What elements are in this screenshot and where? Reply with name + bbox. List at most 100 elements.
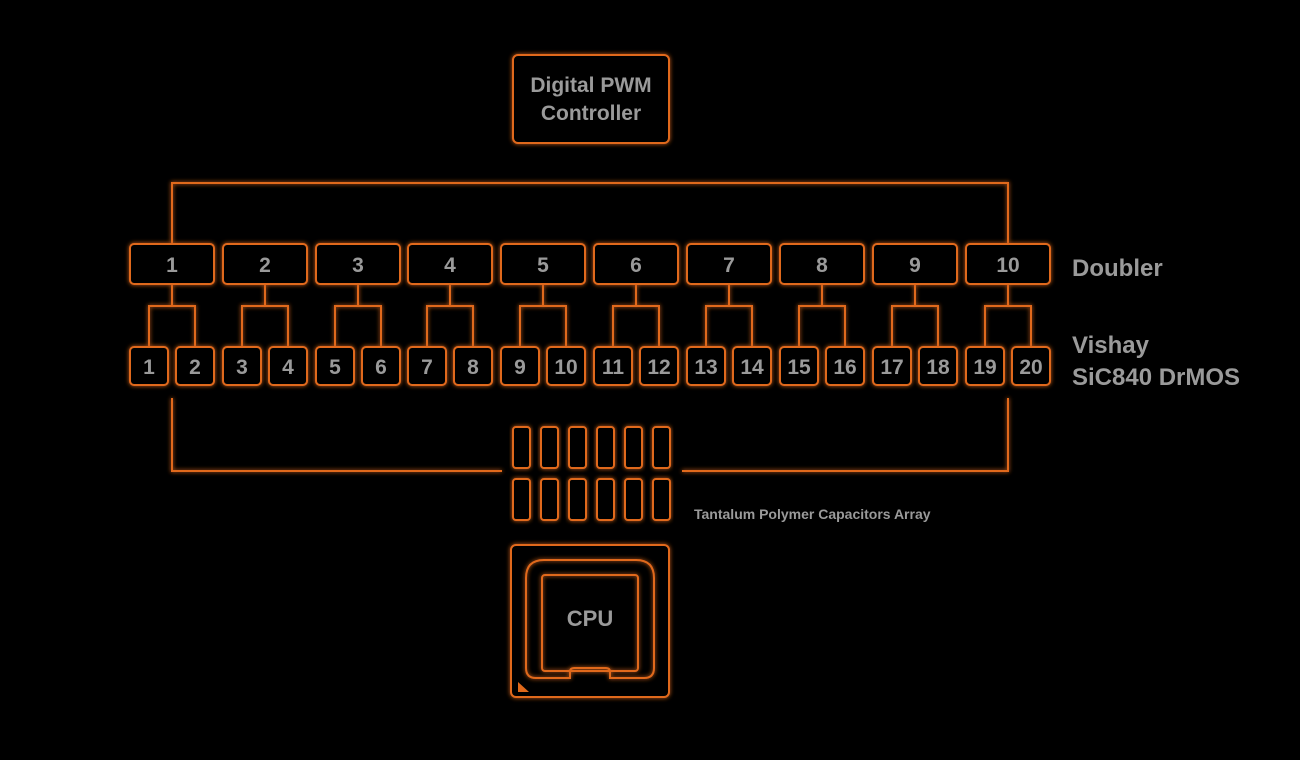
drmos-box <box>1011 346 1051 386</box>
drmos-number: 19 <box>973 356 996 379</box>
output-rail-right-wire <box>682 398 1009 472</box>
doubler-number: 4 <box>444 254 456 277</box>
doubler-9: 9 <box>872 243 958 285</box>
doubler-8-fanout-wire <box>798 284 846 347</box>
drmos-number: 5 <box>329 356 341 379</box>
doubler-number: 5 <box>537 254 549 277</box>
capacitor <box>568 426 587 469</box>
doubler-number: 6 <box>630 254 642 277</box>
doubler-number: 1 <box>166 254 178 277</box>
drmos-box <box>872 346 912 386</box>
doubler-number: 3 <box>352 254 364 277</box>
pwm-controller: Digital PWM Controller <box>512 54 670 144</box>
doubler-4: 4 <box>407 243 493 285</box>
doubler-6: 6 <box>593 243 679 285</box>
capacitor <box>624 426 643 469</box>
doubler-box <box>686 243 772 285</box>
cpu-chip: CPU <box>510 544 670 698</box>
drmos-box <box>732 346 772 386</box>
doubler-7: 7 <box>686 243 772 285</box>
drmos-box <box>453 346 493 386</box>
drmos-number: 16 <box>833 356 856 379</box>
drmos-number: 11 <box>602 356 625 379</box>
capacitor <box>652 426 671 469</box>
cpu-pin1-marker <box>518 682 529 692</box>
drmos-box <box>965 346 1005 386</box>
capacitor-array-label: Tantalum Polymer Capacitors Array <box>694 506 931 522</box>
drmos-box <box>175 346 215 386</box>
drmos-number: 9 <box>514 356 526 379</box>
doubler-bus-wire <box>171 182 1009 244</box>
doubler-number: 8 <box>816 254 828 277</box>
drmos-number: 10 <box>554 356 577 379</box>
doubler-2: 2 <box>222 243 308 285</box>
drmos-label-line2: SiC840 DrMOS <box>1072 364 1240 391</box>
doubler-box <box>407 243 493 285</box>
drmos-box <box>315 346 355 386</box>
connection-wires <box>148 143 1032 472</box>
doubler-7-fanout-wire <box>705 284 753 347</box>
drmos-7: 7 <box>407 346 447 386</box>
doubler-label: Doubler <box>1072 255 1163 282</box>
drmos-box <box>779 346 819 386</box>
doubler-2-fanout-wire <box>241 284 289 347</box>
drmos-3: 3 <box>222 346 262 386</box>
doubler-10-fanout-wire <box>984 284 1032 347</box>
doubler-box <box>593 243 679 285</box>
drmos-15: 15 <box>779 346 819 386</box>
drmos-number: 4 <box>282 356 294 379</box>
doubler-8: 8 <box>779 243 865 285</box>
doubler-box <box>315 243 401 285</box>
doubler-row: 1 2 3 4 5 6 7 8 9 10 <box>129 243 1051 285</box>
drmos-5: 5 <box>315 346 355 386</box>
doubler-box <box>500 243 586 285</box>
drmos-number: 12 <box>647 356 670 379</box>
doubler-box <box>779 243 865 285</box>
cpu-outer-box <box>510 544 670 698</box>
doubler-3: 3 <box>315 243 401 285</box>
capacitor-array <box>512 426 671 521</box>
drmos-number: 3 <box>236 356 248 379</box>
capacitor <box>512 426 531 469</box>
drmos-8: 8 <box>453 346 493 386</box>
drmos-box <box>407 346 447 386</box>
drmos-16: 16 <box>825 346 865 386</box>
doubler-number: 9 <box>909 254 921 277</box>
drmos-number: 8 <box>467 356 479 379</box>
cpu-label: CPU <box>567 606 613 631</box>
doubler-number: 10 <box>996 254 1019 277</box>
doubler-9-fanout-wire <box>891 284 939 347</box>
pwm-controller-box <box>512 54 670 144</box>
drmos-11: 11 <box>593 346 633 386</box>
drmos-13: 13 <box>686 346 726 386</box>
drmos-box <box>825 346 865 386</box>
drmos-box <box>268 346 308 386</box>
capacitor <box>652 478 671 521</box>
cpu-inner-outline <box>525 559 655 679</box>
capacitor <box>540 478 559 521</box>
drmos-number: 14 <box>740 356 764 379</box>
drmos-12: 12 <box>639 346 679 386</box>
drmos-18: 18 <box>918 346 958 386</box>
doubler-5-fanout-wire <box>519 284 567 347</box>
drmos-number: 1 <box>143 356 155 379</box>
drmos-number: 20 <box>1019 356 1042 379</box>
drmos-label-line1: Vishay <box>1072 332 1150 359</box>
drmos-9: 9 <box>500 346 540 386</box>
doubler-1: 1 <box>129 243 215 285</box>
drmos-14: 14 <box>732 346 772 386</box>
pwm-controller-label-line2: Controller <box>541 102 641 125</box>
drmos-number: 17 <box>880 356 903 379</box>
doubler-box <box>222 243 308 285</box>
doubler-number: 2 <box>259 254 271 277</box>
doubler-5: 5 <box>500 243 586 285</box>
drmos-20: 20 <box>1011 346 1051 386</box>
doubler-3-fanout-wire <box>334 284 382 347</box>
drmos-box <box>500 346 540 386</box>
drmos-number: 13 <box>694 356 717 379</box>
drmos-1: 1 <box>129 346 169 386</box>
capacitor <box>596 426 615 469</box>
doubler-box <box>872 243 958 285</box>
capacitor <box>540 426 559 469</box>
